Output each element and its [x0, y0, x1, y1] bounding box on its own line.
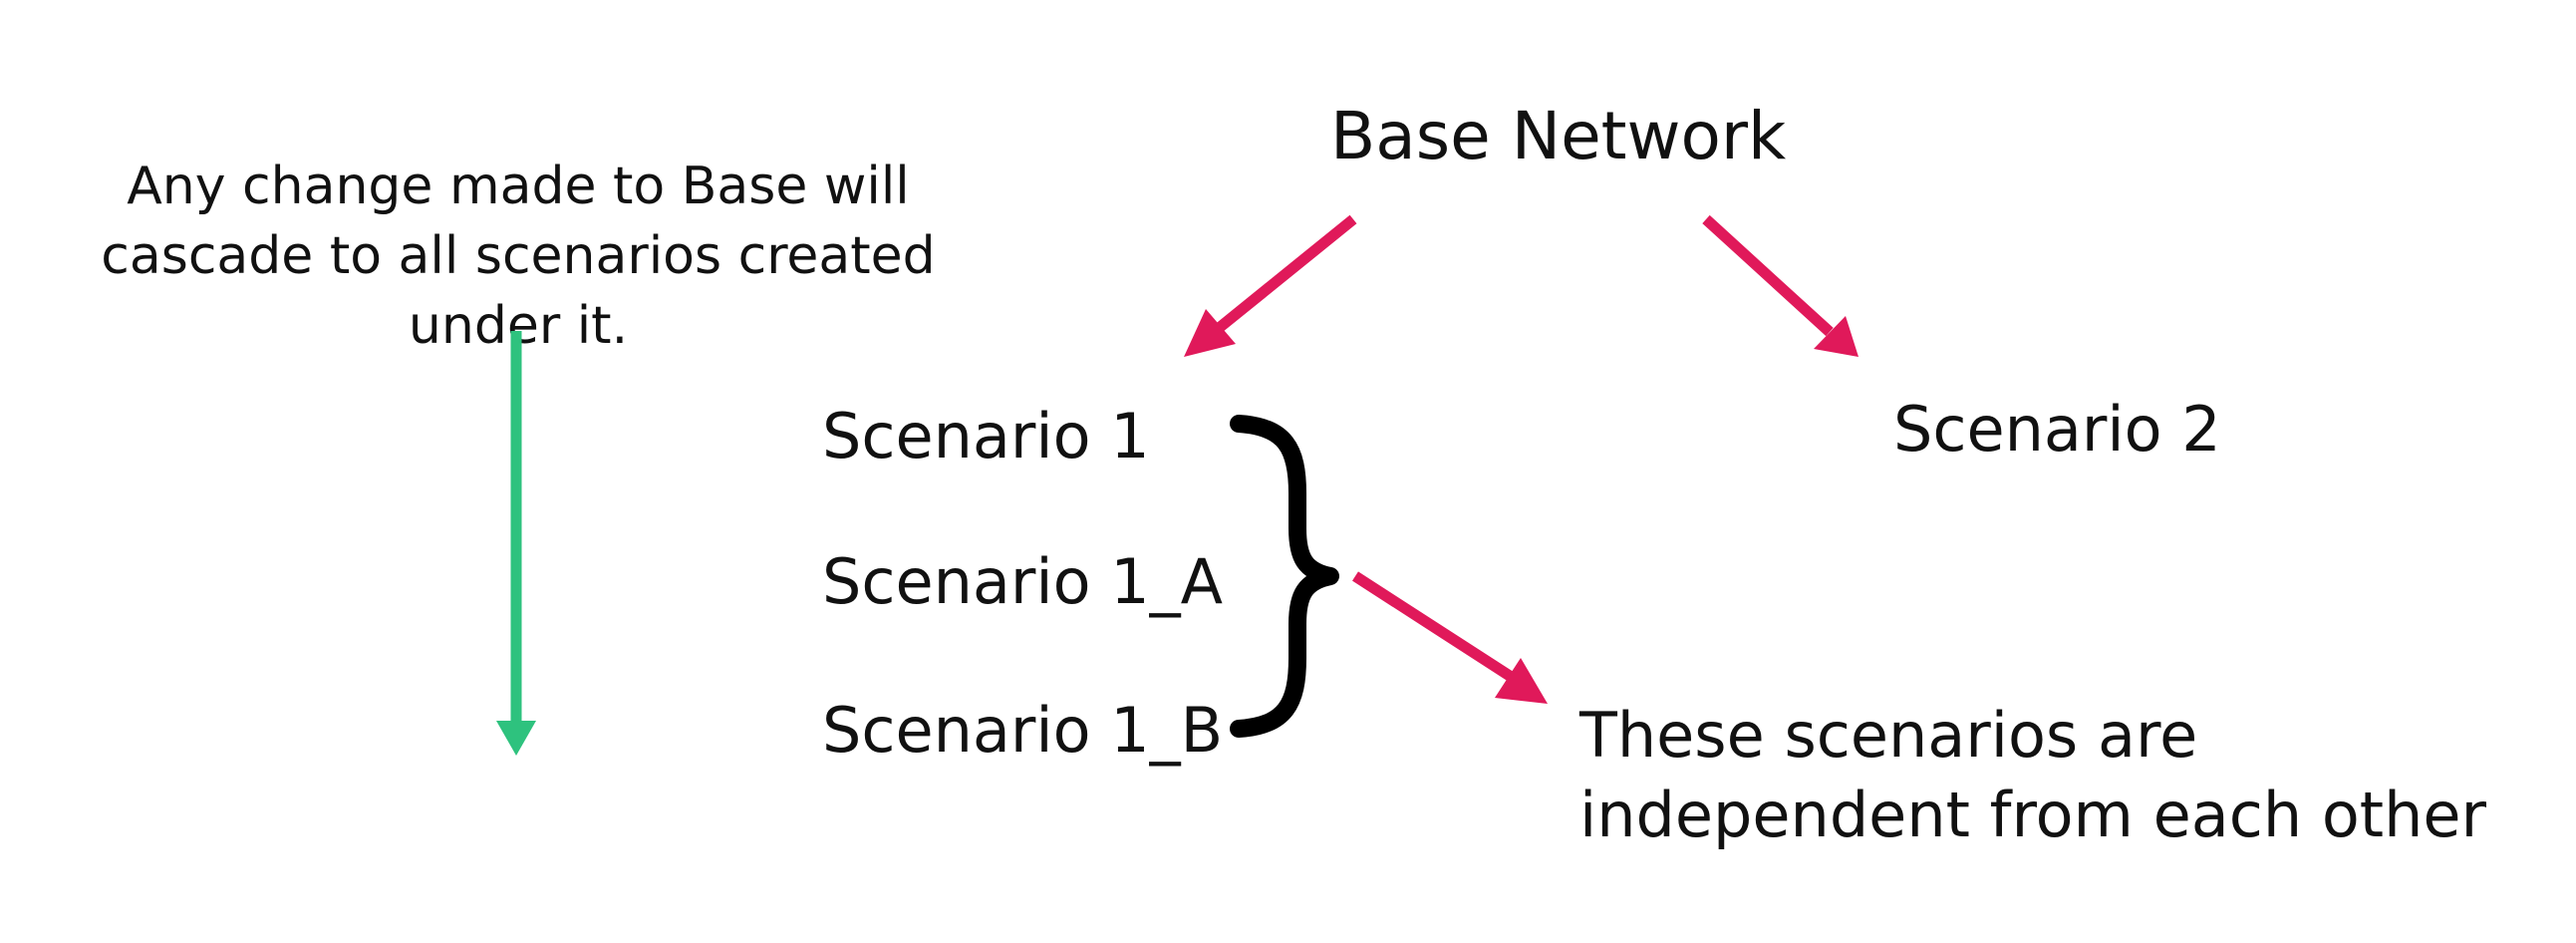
- scenario-1-label: Scenario 1: [822, 400, 1150, 472]
- base-to-scenario-2-arrow-shaft: [1702, 214, 1834, 337]
- brace-to-note-arrow-shaft: [1352, 571, 1516, 683]
- scenario-2-label: Scenario 2: [1893, 393, 2221, 466]
- base-to-scenario-1-arrow-head: [1184, 309, 1236, 357]
- independence-note: These scenarios are independent from eac…: [1579, 696, 2486, 855]
- cascade-arrow-head: [496, 721, 536, 756]
- scenario-1a-label: Scenario 1_A: [822, 545, 1224, 618]
- base-to-scenario-2-arrow-head: [1814, 316, 1859, 357]
- scenario-group-brace: [1230, 415, 1339, 738]
- independence-note-line-2: independent from each other: [1579, 779, 2487, 851]
- base-network-label: Base Network: [1330, 98, 1787, 174]
- base-to-scenario-1-arrow-shaft: [1214, 214, 1357, 334]
- independence-note-line-1: These scenarios are: [1579, 699, 2198, 772]
- cascade-note: Any change made to Base will cascade to …: [101, 157, 936, 356]
- scenario-1b-label: Scenario 1_B: [822, 694, 1224, 767]
- brace-to-note-arrow-head: [1495, 658, 1548, 704]
